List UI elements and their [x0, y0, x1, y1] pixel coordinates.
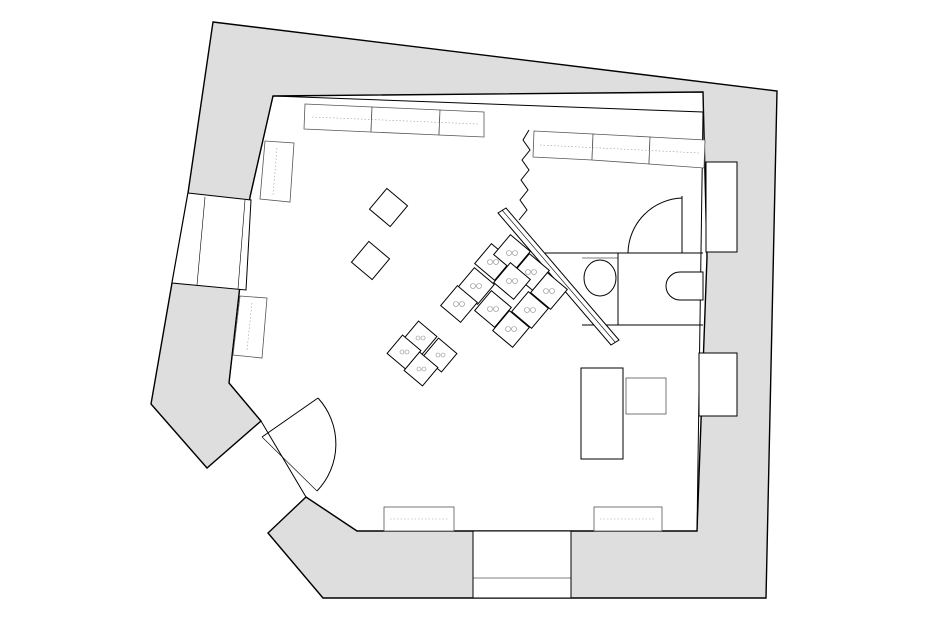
chair	[625, 377, 667, 415]
stool	[350, 240, 391, 281]
sink-icon	[665, 271, 704, 301]
desk	[580, 367, 624, 460]
exterior-wall	[150, 21, 778, 599]
toilet-icon	[582, 257, 618, 297]
display-boxes	[386, 233, 569, 387]
south-wall-shelves	[383, 506, 663, 532]
window-east-lower	[698, 352, 738, 417]
west-wall-shelves	[232, 140, 295, 359]
window-west	[171, 192, 252, 291]
display-rail	[497, 207, 620, 346]
window-south	[472, 530, 572, 599]
window-east-upper	[705, 161, 738, 253]
bathroom-partition	[545, 196, 703, 326]
north-wall-shelves	[303, 103, 706, 169]
display-box-details	[399, 250, 555, 372]
folding-curtain	[518, 129, 531, 221]
entrance-door	[261, 397, 337, 492]
stool	[368, 187, 409, 228]
